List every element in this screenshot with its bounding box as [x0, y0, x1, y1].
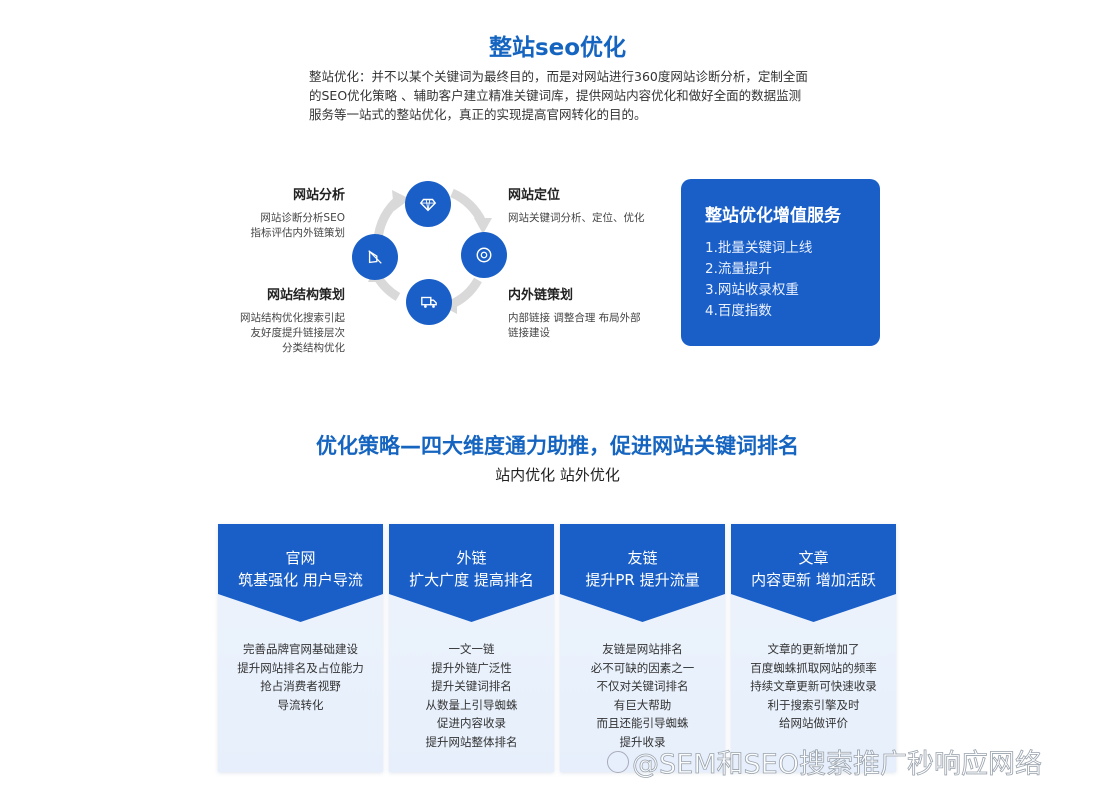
seo-cycle-diagram: 网站分析 网站诊断分析SEO 指标评估内外链策划 网站定位 网站关键词分析、定位… [240, 181, 645, 354]
service-item: 3.网站收录权重 [705, 282, 799, 298]
card-line: 导流转化 [277, 697, 324, 712]
card-line: 促进内容收录 [437, 716, 506, 730]
card-line: 完善品牌官网基础建设 [243, 642, 358, 656]
step-website-positioning: 网站定位 网站关键词分析、定位、优化 [508, 188, 645, 224]
baidu-logo-icon [607, 751, 629, 773]
disc-icon-node [461, 232, 507, 278]
card-line: 文章的更新增加了 [767, 642, 860, 656]
diamond-icon [419, 198, 437, 212]
card-line: 百度蜘蛛抓取网站的频率 [750, 660, 877, 675]
truck-icon-node [406, 279, 452, 325]
card-line: 提升收录 [619, 734, 666, 749]
service-item: 1.批量关键词上线 [705, 240, 813, 256]
card-line: 有巨大帮助 [613, 697, 672, 712]
strategy-card-official-site: 官网 筑基强化 用户导流 完善品牌官网基础建设 提升网站排名及占位能力 抢占消费… [218, 524, 383, 772]
page-title: 整站seo优化 [488, 35, 627, 61]
card-line: 而且还能引导蜘蛛 [596, 716, 689, 730]
strategy-card-external-links: 外链 扩大广度 提高排名 一文一链 提升外链广泛性 提升关键词排名 从数量上引导… [389, 524, 554, 772]
step-link-planning: 内外链策划 内部链接 调整合理 布局外部 链接建设 [508, 288, 641, 339]
diamond-icon-node [405, 181, 451, 227]
card-line: 一文一链 [448, 642, 495, 656]
card-line: 持续文章更新可快速收录 [750, 679, 877, 693]
card-line: 给网站做评价 [779, 716, 848, 730]
card-line: 友链是网站排名 [602, 642, 683, 656]
strategy-title: 优化策略—四大维度通力助推，促进网站关键词排名 [316, 434, 799, 458]
card-line: 从数量上引导蜘蛛 [425, 697, 518, 712]
card-line: 不仅对关键词排名 [596, 679, 689, 693]
megaphone-icon [368, 250, 382, 264]
service-item: 4.百度指数 [705, 303, 772, 319]
card-line: 必不可缺的因素之一 [590, 660, 695, 675]
card-line: 提升外链广泛性 [431, 660, 512, 675]
disc-icon [476, 247, 492, 263]
cycle-arrows [368, 188, 492, 314]
truck-icon [421, 296, 437, 308]
value-added-services-box: 整站优化增值服务 1.批量关键词上线 2.流量提升 3.网站收录权重 4.百度指… [681, 179, 880, 346]
watermark: @SEM和SEO搜索推广秒响应网络 [632, 749, 1043, 781]
step-website-analysis: 网站分析 网站诊断分析SEO 指标评估内外链策划 [250, 188, 346, 239]
strategy-subtitle: 站内优化 站外优化 [495, 466, 620, 484]
card-line: 提升关键词排名 [431, 679, 512, 693]
services-title: 整站优化增值服务 [705, 206, 841, 226]
card-line: 提升网站整体排名 [425, 734, 518, 749]
megaphone-icon-node [352, 234, 398, 280]
card-line: 抢占消费者视野 [260, 679, 341, 693]
strategy-card-friend-links: 友链 提升PR 提升流量 友链是网站排名 必不可缺的因素之一 不仅对关键词排名 … [560, 524, 725, 772]
intro-paragraph: 整站优化：并不以某个关键词为最终目的，而是对网站进行360度网站诊断分析，定制全… [309, 69, 808, 122]
service-item: 2.流量提升 [705, 261, 772, 277]
card-line: 提升网站排名及占位能力 [237, 660, 364, 675]
step-structure-planning: 网站结构策划 网站结构优化搜索引起 友好度提升链接层次 分类结构优化 [240, 288, 345, 354]
strategy-card-articles: 文章 内容更新 增加活跃 文章的更新增加了 百度蜘蛛抓取网站的频率 持续文章更新… [731, 524, 896, 772]
card-line: 利于搜索引擎及时 [767, 697, 860, 712]
